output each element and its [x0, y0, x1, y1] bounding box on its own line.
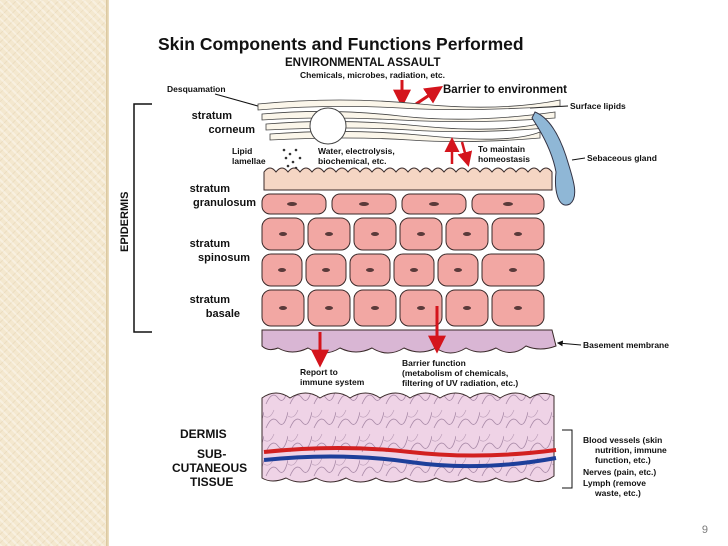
stratum-spinosum-label-1: stratum	[190, 238, 231, 250]
slide-page-number: 9	[701, 524, 708, 536]
barrier-function-label-2: (metabolism of chemicals,	[402, 368, 508, 378]
dermis-label: DERMIS	[180, 427, 227, 441]
blood-vessels-label-1: Blood vessels (skin	[583, 435, 662, 445]
sebaceous-gland-shape	[531, 111, 576, 206]
environmental-assault-label: ENVIRONMENTAL ASSAULT	[285, 57, 440, 69]
lipid-lamellae-label-1: Lipid	[232, 146, 252, 156]
epidermis-label: EPIDERMIS	[119, 191, 131, 252]
barrier-arrow-diagonal	[415, 86, 443, 106]
stratum-spinosum-label-2: spinosum	[198, 252, 250, 264]
diagram-title: Skin Components and Functions Performed	[158, 34, 524, 54]
assault-sources-label: Chemicals, microbes, radiation, etc.	[300, 70, 445, 80]
water-electrolysis-label-2: biochemical, etc.	[318, 156, 387, 166]
subcutaneous-label-1: SUB-	[197, 447, 226, 461]
lipid-lamellae-dots	[282, 148, 302, 170]
corneocyte-circle	[309, 107, 347, 145]
stratum-corneum-label-2: corneum	[209, 124, 256, 136]
blood-vessels-label-2: nutrition, immune	[595, 445, 667, 455]
report-immune-label-2: immune system	[300, 377, 365, 387]
stratum-granulosum-label-2: granulosum	[193, 197, 256, 209]
desquamation-label: Desquamation	[167, 84, 226, 94]
blood-vessel-blue	[263, 454, 557, 469]
basement-membrane	[261, 329, 557, 354]
epidermis-bracket	[133, 103, 152, 333]
stratum-basale-label-1: stratum	[190, 294, 231, 306]
sebaceous-gland-label: Sebaceous gland	[587, 153, 657, 163]
stratum-basale-label-2: basale	[206, 308, 240, 320]
homeostasis-arrow-down	[457, 141, 473, 167]
basement-membrane-pointer	[556, 340, 582, 347]
epidermal-cells	[261, 193, 545, 327]
stratum-granulosum-label-1: stratum	[190, 183, 231, 195]
homeostasis-label-1: To maintain	[478, 144, 525, 154]
barrier-to-environment-label: Barrier to environment	[443, 84, 567, 96]
subcutaneous-label-2: CUTANEOUS	[172, 461, 247, 475]
granulosum-top-row	[263, 167, 553, 191]
blood-vessels-label-3: function, etc.)	[595, 455, 651, 465]
stratum-corneum-label-1: stratum	[192, 110, 233, 122]
basement-membrane-label: Basement membrane	[583, 340, 669, 350]
decorative-left-band	[0, 0, 108, 546]
decorative-band-edge	[106, 0, 109, 546]
lipid-lamellae-label-2: lamellae	[232, 156, 266, 166]
sebaceous-pointer	[571, 157, 586, 161]
subcutaneous-label-3: TISSUE	[190, 475, 233, 489]
vessels-bracket	[562, 429, 573, 489]
dermis-layer	[261, 392, 555, 483]
surface-lipids-label: Surface lipids	[570, 101, 626, 111]
blood-vessel-red	[263, 446, 557, 458]
lymph-label-1: Lymph (remove	[583, 478, 646, 488]
desquamation-pointer	[214, 93, 266, 109]
homeostasis-label-2: homeostasis	[478, 154, 530, 164]
water-electrolysis-label-1: Water, electrolysis,	[318, 146, 395, 156]
barrier-function-label-1: Barrier function	[402, 358, 466, 368]
nerves-label: Nerves (pain, etc.)	[583, 467, 656, 477]
report-immune-label-1: Report to	[300, 367, 338, 377]
lymph-label-2: waste, etc.)	[594, 488, 641, 498]
barrier-function-label-3: filtering of UV radiation, etc.)	[402, 378, 518, 388]
stratum-corneum-layers	[257, 99, 561, 142]
cell-nuclei	[278, 202, 522, 310]
